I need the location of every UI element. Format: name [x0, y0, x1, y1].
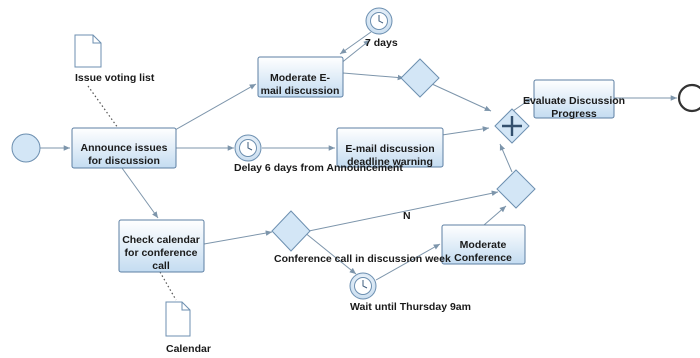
flow-moderate-email-to-gateway [342, 72, 405, 81]
label-seven-days: 7 days [365, 37, 398, 49]
flow-wait-to-moderate-conference [375, 243, 441, 281]
end-event[interactable] [677, 83, 700, 113]
document-label-voting-list: Issue voting list [75, 72, 155, 84]
task-moderate-conference[interactable]: Moderate Conference [441, 224, 526, 265]
svg-text:E-mail discussion: E-mail discussion [345, 143, 434, 155]
label-flow-n: N [403, 210, 411, 222]
flow-moderate-conference-to-join [483, 205, 507, 226]
flow-announce-to-moderate-email [174, 83, 257, 131]
task-evaluate-discussion-progress[interactable]: Evaluate Discussion Progress [523, 79, 625, 120]
gateway-parallel[interactable] [494, 108, 530, 144]
svg-text:Moderate: Moderate [460, 239, 507, 251]
flow-gateway-to-wait [303, 231, 357, 275]
label-conference-call: Conference call in discussion week [274, 253, 451, 265]
task-email-deadline-warning[interactable]: E-mail discussion deadline warning [336, 127, 444, 168]
gateway-email-exclusive[interactable] [400, 58, 440, 98]
flow-announce-to-check-calendar [121, 167, 159, 219]
svg-text:call: call [152, 260, 170, 272]
flow-warning-to-parallel [441, 126, 490, 136]
flow-check-calendar-to-gateway [203, 230, 273, 245]
svg-text:for discussion: for discussion [88, 155, 160, 167]
svg-text:Evaluate Discussion: Evaluate Discussion [523, 95, 625, 107]
task-announce-issues[interactable]: Announce issues for discussion [71, 127, 177, 169]
svg-text:deadline warning: deadline warning [347, 156, 433, 168]
timer-delay[interactable] [234, 134, 262, 162]
svg-text:mail discussion: mail discussion [261, 85, 340, 97]
document-label-calendar: Calendar [166, 343, 211, 355]
svg-text:for conference: for conference [125, 247, 198, 259]
flow-gateway-to-join [303, 190, 499, 233]
task-moderate-email-discussion[interactable]: Moderate E- mail discussion [257, 56, 344, 98]
label-wait-thursday: Wait until Thursday 9am [350, 301, 471, 313]
gateway-join[interactable] [496, 169, 536, 209]
document-issue-voting-list[interactable]: Issue voting list [74, 34, 155, 84]
svg-text:Progress: Progress [551, 108, 597, 120]
svg-text:Conference: Conference [454, 252, 512, 264]
timer-wait-thursday[interactable] [349, 272, 377, 300]
flow-moderate-email-to-timer [339, 39, 371, 65]
association-voting-list [87, 85, 119, 129]
svg-text:Announce issues: Announce issues [81, 142, 168, 154]
association-calendar [159, 271, 177, 301]
svg-text:Check calendar: Check calendar [122, 234, 200, 246]
gateway-conference-call[interactable] [271, 210, 311, 252]
flow-join-to-parallel [499, 143, 513, 173]
svg-text:Moderate E-: Moderate E- [270, 72, 331, 84]
flow-timer-to-moderate-email [339, 31, 372, 55]
timer-seven-days[interactable] [365, 7, 393, 35]
start-event[interactable] [11, 133, 41, 163]
flow-gateway-to-parallel [431, 83, 492, 112]
task-check-calendar[interactable]: Check calendar for conference call [118, 219, 205, 273]
document-calendar[interactable]: Calendar [165, 301, 211, 355]
label-delay: Delay 6 days from Announcement [234, 162, 403, 174]
